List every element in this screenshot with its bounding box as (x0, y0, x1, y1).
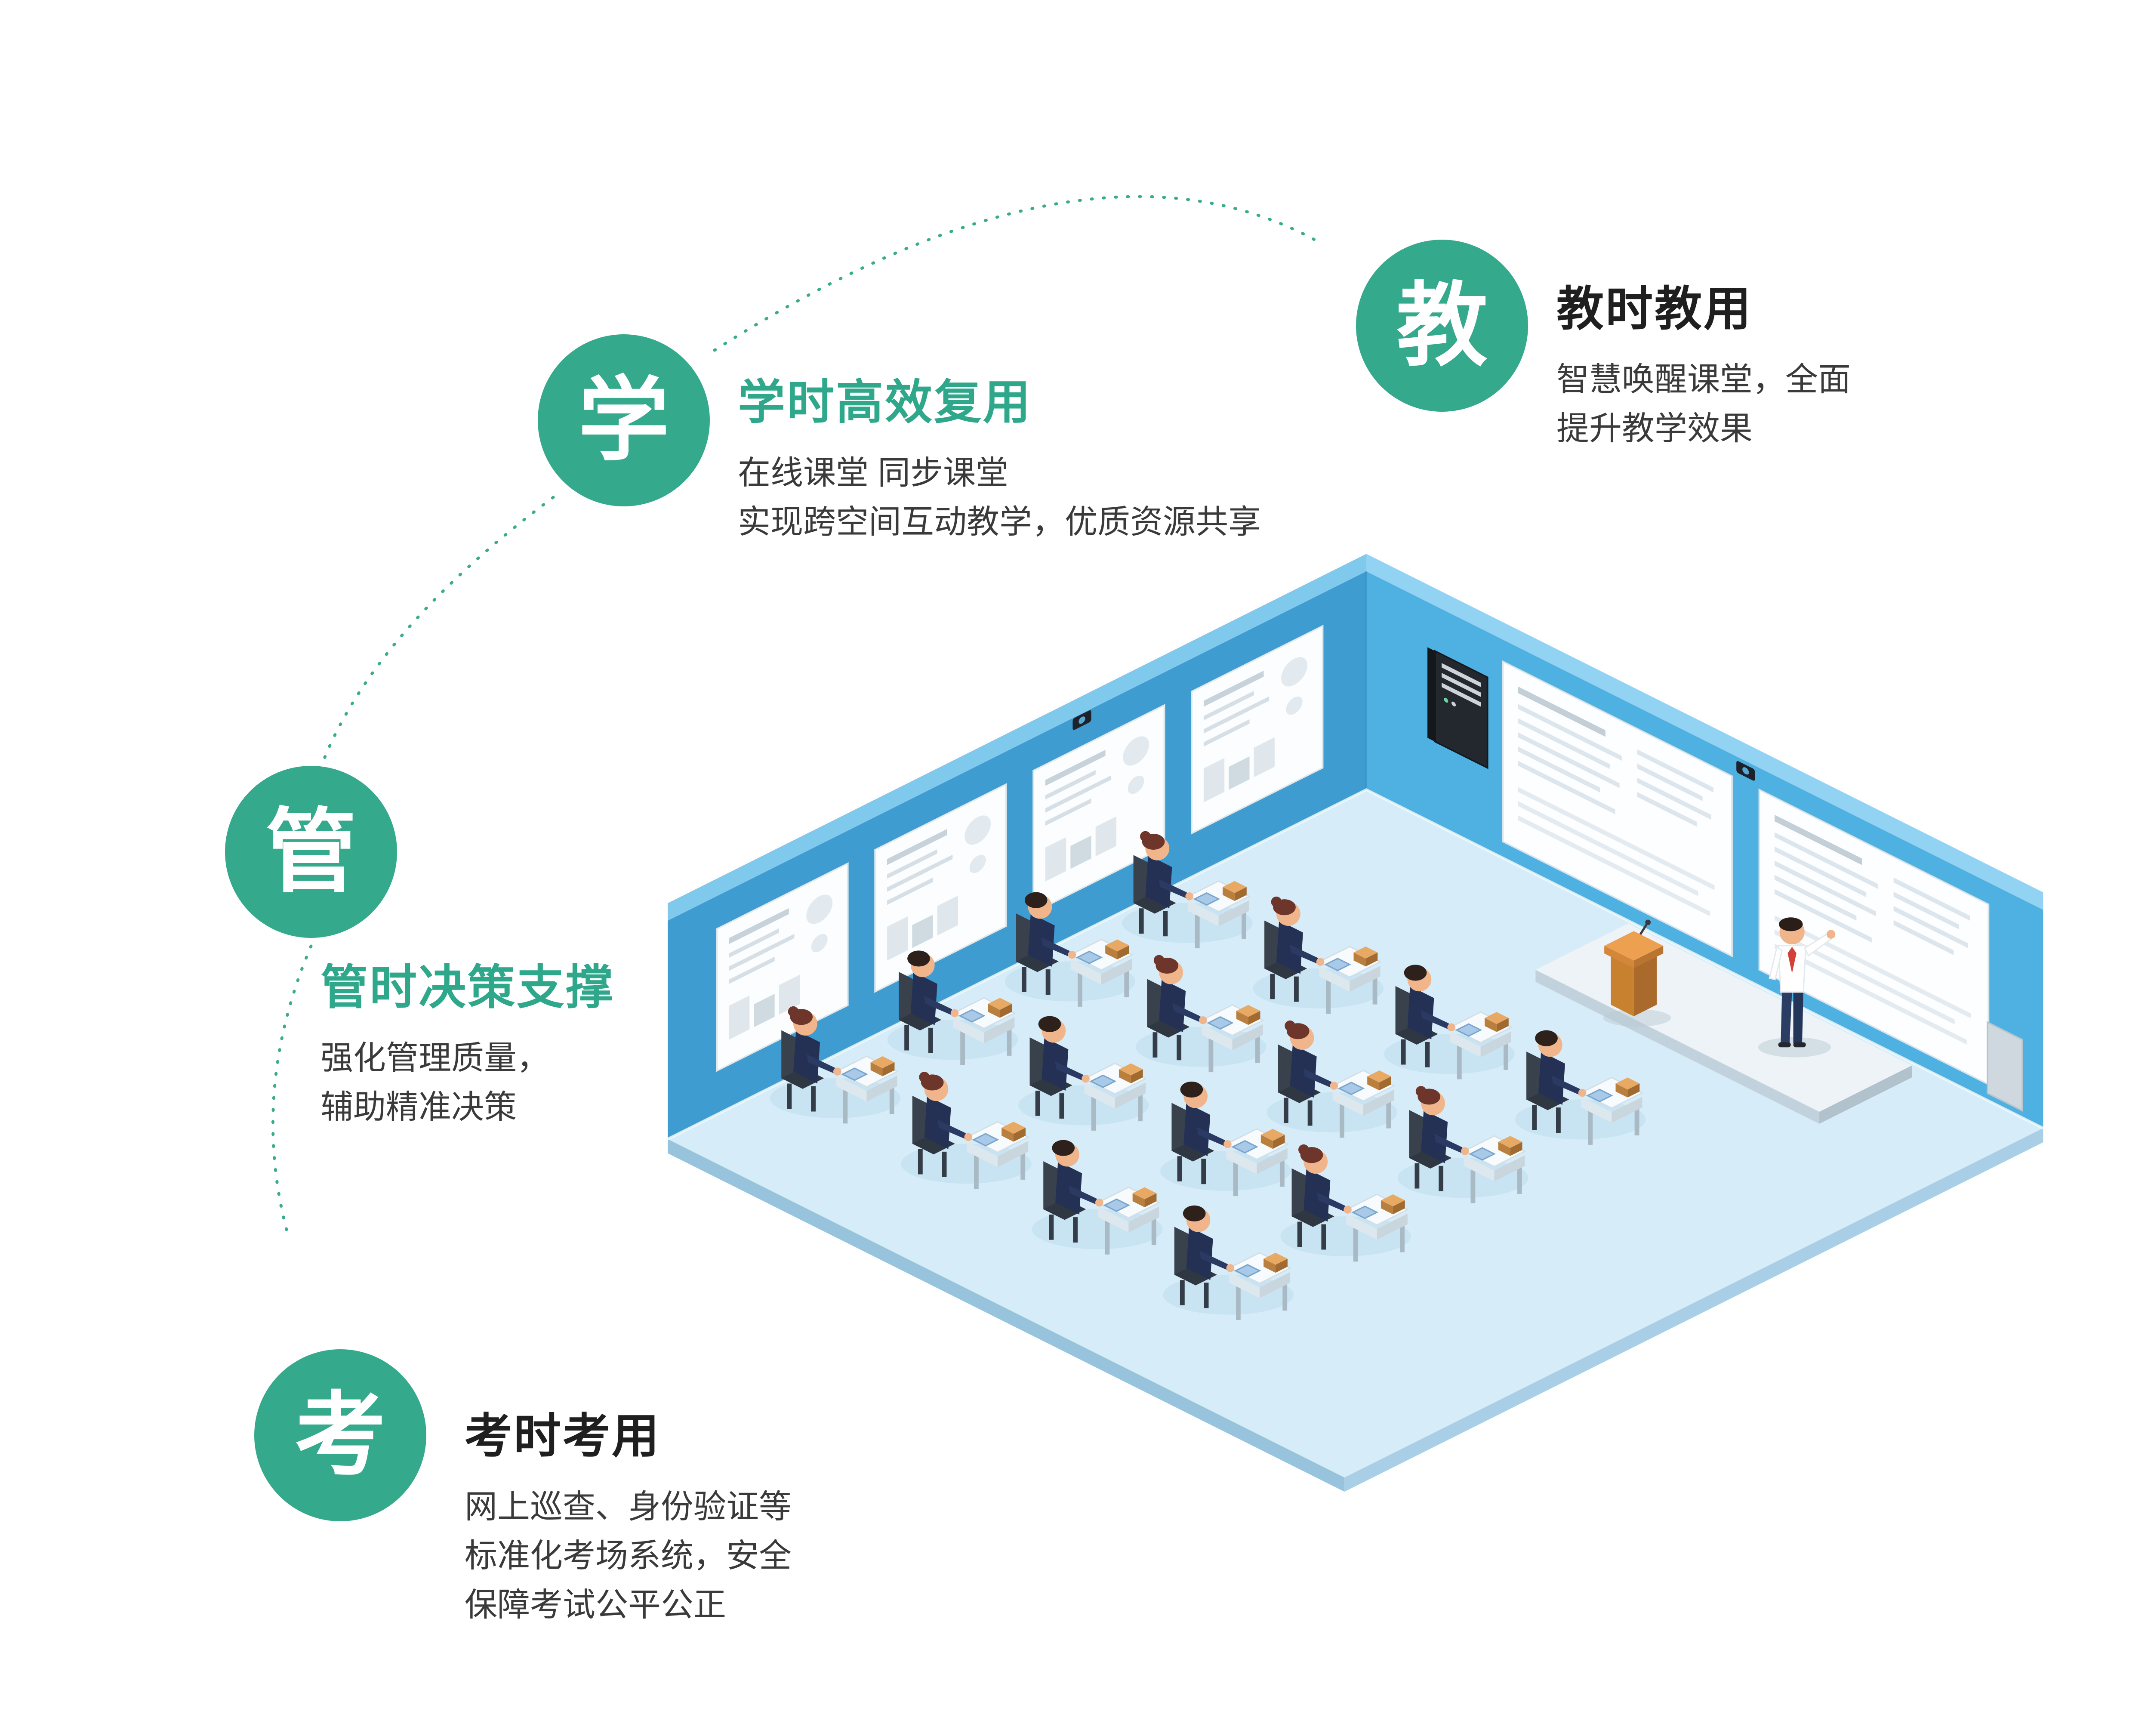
section-kao-text: 考时考用 网上巡查、身份验证等 标准化考场系统，安全 保障考试公平公正 (465, 1397, 792, 1630)
badge-kao: 考 (254, 1349, 426, 1521)
badge-jiao: 教 (1356, 240, 1528, 412)
section-guan-text: 管时决策支撑 强化管理质量， 辅助精准决策 (320, 949, 615, 1132)
section-jiao-title: 教时教用 (1556, 283, 1753, 336)
podium (1603, 919, 1671, 1027)
section-xue-body: 在线课堂 同步课堂 实现跨空间互动教学，优质资源共享 (738, 455, 1261, 540)
server-rack (1427, 647, 1488, 769)
wall-top-trim (668, 554, 2043, 921)
section-kao-body: 网上巡查、身份验证等 标准化考场系统，安全 保障考试公平公正 (465, 1489, 792, 1623)
badge-xue: 学 (538, 334, 710, 506)
section-xue-text: 学时高效复用 在线课堂 同步课堂 实现跨空间互动教学，优质资源共享 (738, 364, 1261, 547)
dotted-arc-guan-kao (271, 944, 313, 1235)
section-jiao-body: 智慧唤醒课堂，全面 提升教学效果 (1556, 361, 1851, 447)
section-xue-title: 学时高效复用 (738, 376, 1032, 429)
section-jiao-text: 教时教用 智慧唤醒课堂，全面 提升教学效果 (1556, 270, 1851, 453)
section-guan-body: 强化管理质量， 辅助精准决策 (320, 1040, 549, 1125)
section-kao-title: 考时考用 (465, 1410, 661, 1463)
badge-guan: 管 (225, 766, 397, 938)
dotted-arc-xue-jiao (713, 195, 1319, 352)
wall-panel (1986, 1021, 2023, 1112)
camera-icon (1072, 710, 1755, 781)
section-guan-title: 管时决策支撑 (320, 961, 615, 1014)
classroom-illustration (667, 554, 2044, 1492)
